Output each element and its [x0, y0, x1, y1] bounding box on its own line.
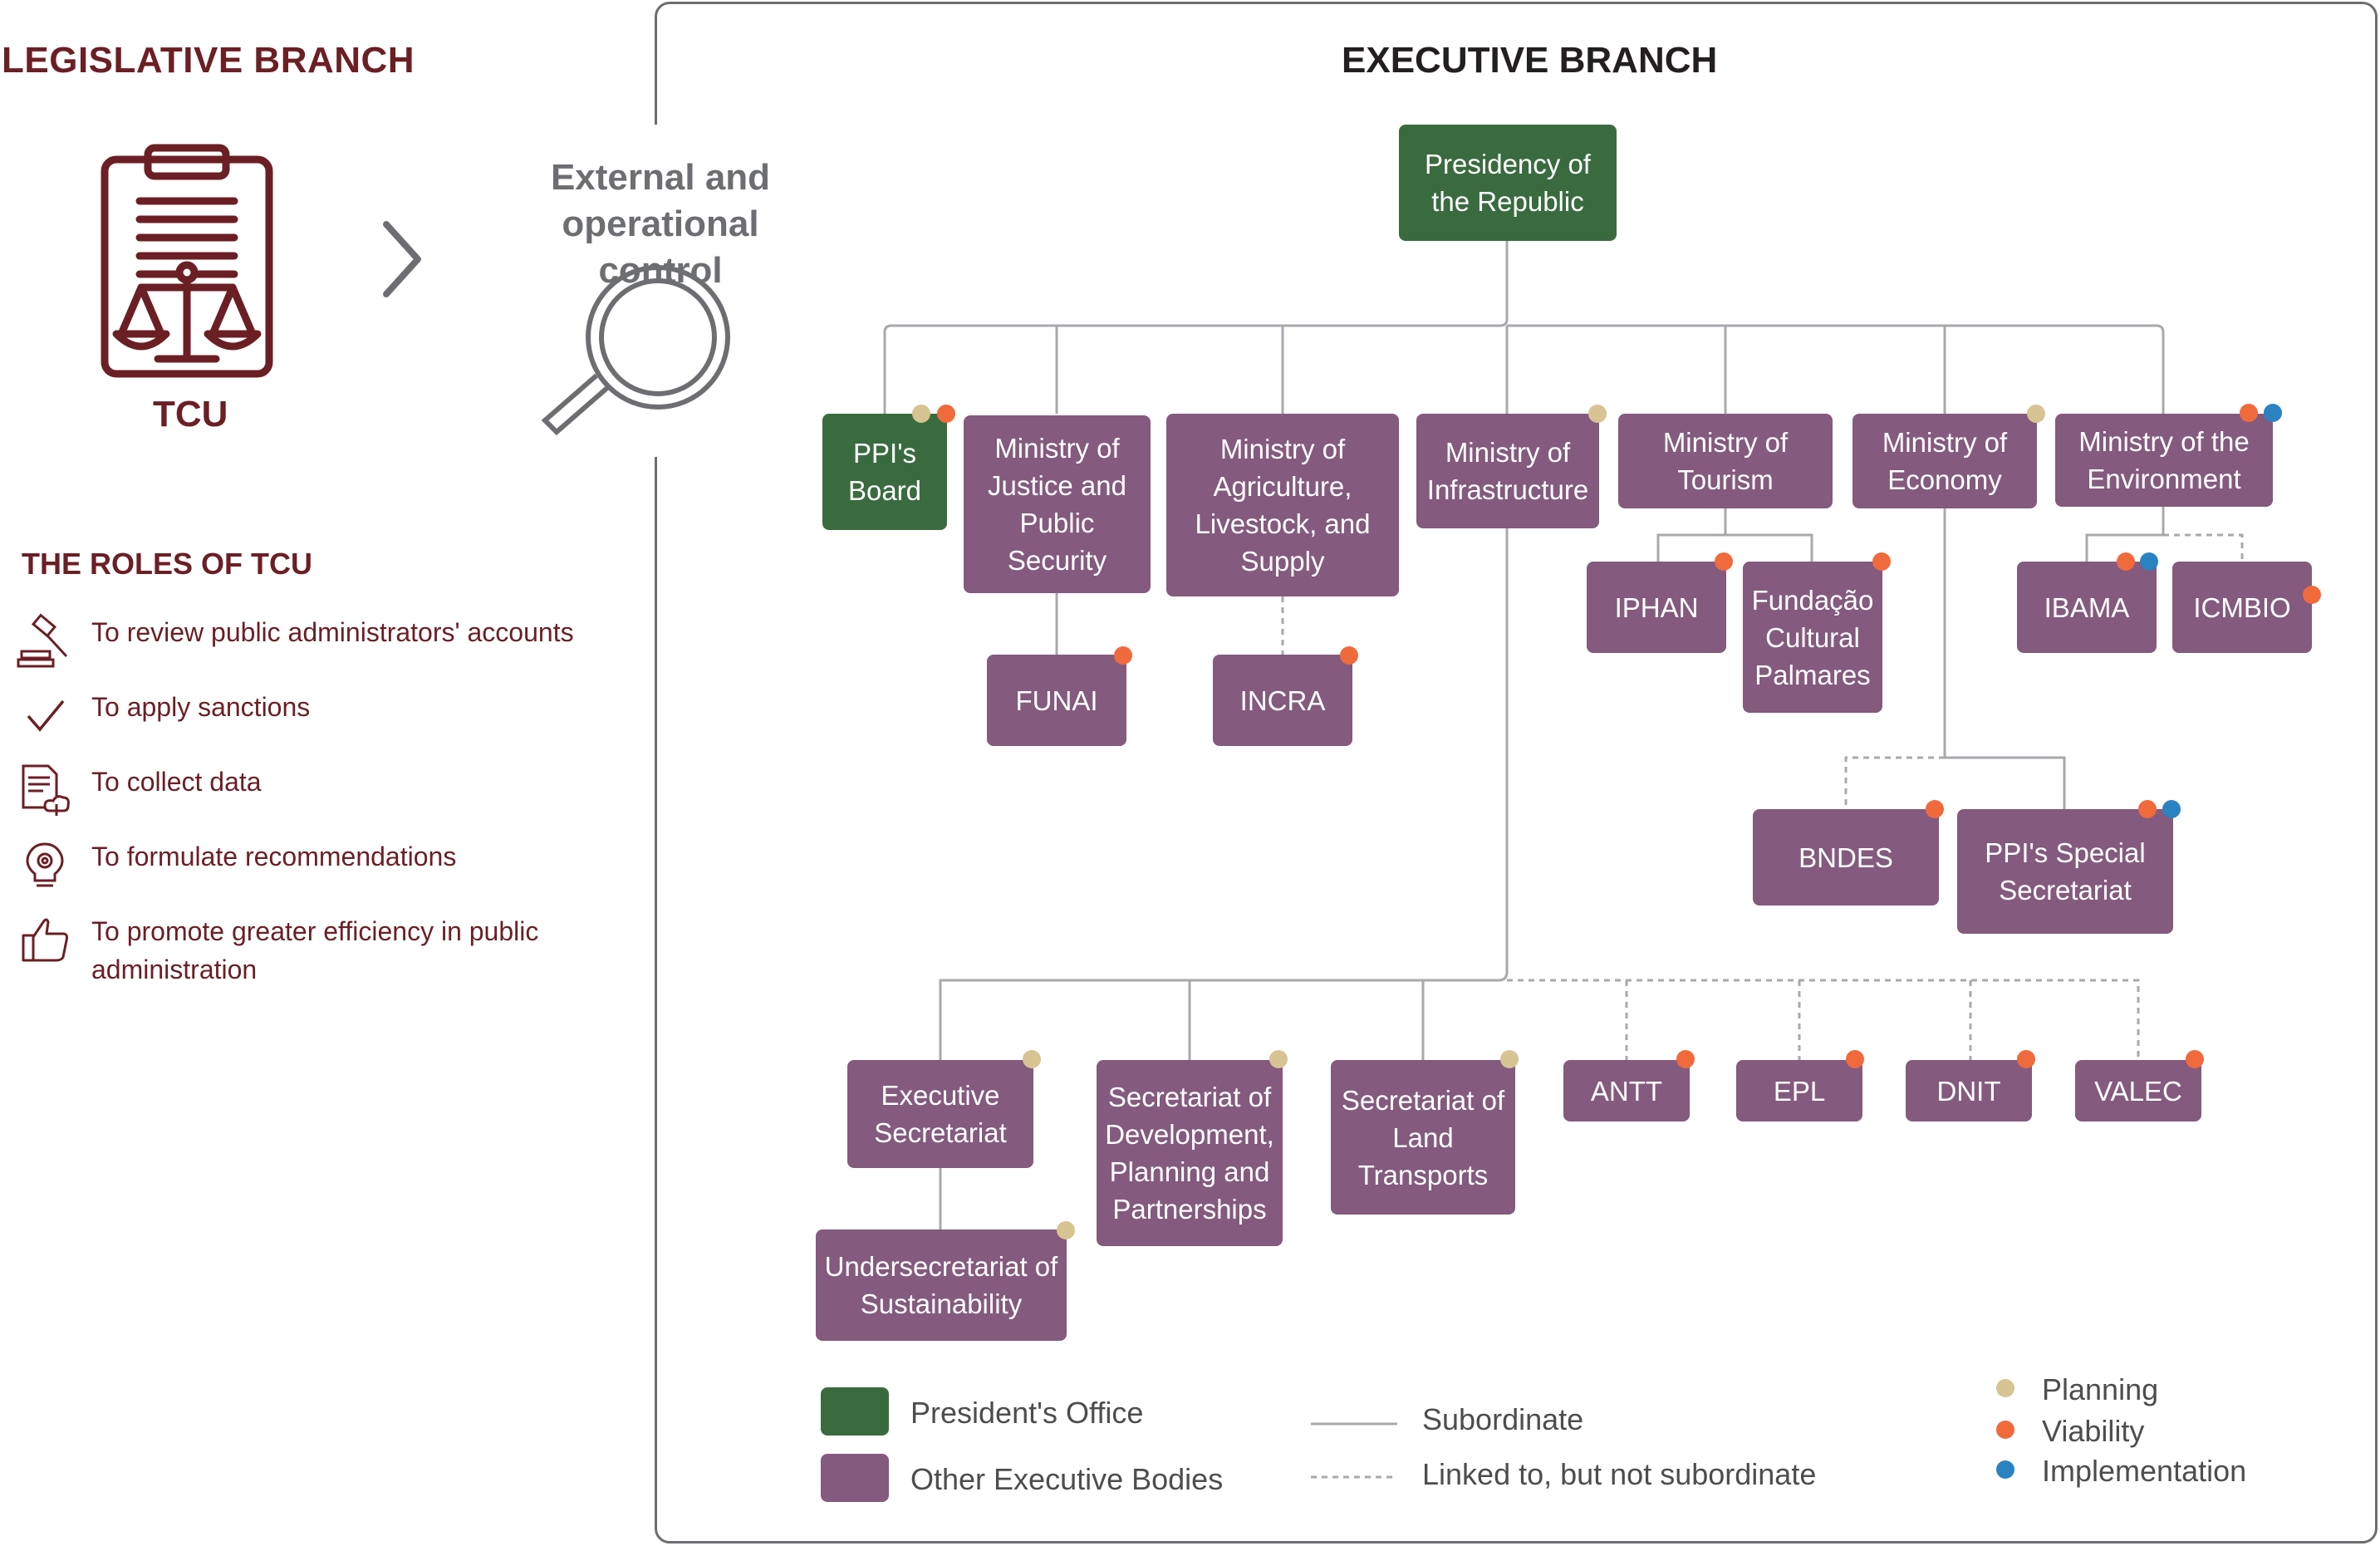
thumbs-up-icon	[22, 918, 68, 962]
node-ministry-agriculture: Ministry of Agriculture, Livestock, and …	[1166, 414, 1399, 596]
node-ministry-tourism: Ministry of Tourism	[1618, 414, 1833, 508]
node-iphan: IPHAN	[1587, 562, 1726, 653]
role-item-apply-sanctions: To apply sanctions	[17, 688, 310, 743]
node-presidency: Presidency of the Republic	[1399, 125, 1617, 241]
role-text: To review public administrators' account…	[91, 617, 574, 647]
node-ministry-economy: Ministry of Economy	[1852, 414, 2037, 508]
chevron-right-icon	[383, 221, 421, 297]
external-control-label: External and operational control	[550, 157, 771, 291]
planning-dot	[1588, 405, 1607, 423]
checkmark-icon	[27, 699, 65, 732]
viability-dot	[937, 405, 955, 423]
node-undersecretariat-sustainability: Undersecretariat of Sustainability	[816, 1229, 1067, 1341]
node-epl: EPL	[1736, 1060, 1862, 1121]
role-text: To apply sanctions	[91, 692, 311, 722]
node-ministry-environment: Ministry of the Environment	[2055, 414, 2273, 507]
implementation-dot	[2162, 800, 2181, 818]
viability-dot	[1676, 1050, 1695, 1068]
legend-planning: Planning	[2042, 1372, 2159, 1406]
node-bndes: BNDES	[1753, 809, 1939, 906]
viability-dot	[2303, 586, 2321, 604]
node-secretariat-land-transports: Secretariat of Land Transports	[1331, 1060, 1515, 1215]
executive-branch-title: EXECUTIVE BRANCH	[1342, 40, 1718, 81]
node-valec: VALEC	[2075, 1060, 2201, 1121]
legend-swatch-president-office	[821, 1387, 889, 1436]
legend-other-bodies: Other Executive Bodies	[910, 1462, 1224, 1496]
planning-dot	[1057, 1221, 1075, 1239]
frame-gap	[648, 125, 665, 457]
legend-swatch-other-bodies	[821, 1454, 889, 1502]
node-incra: INCRA	[1213, 655, 1352, 746]
viability-dot	[2017, 1050, 2035, 1068]
node-secretariat-development: Secretariat of Development, Planning and…	[1097, 1060, 1283, 1246]
legend-planning-dot	[1996, 1379, 2014, 1397]
viability-dot	[1715, 552, 1733, 571]
roles-title: THE ROLES OF TCU	[22, 547, 312, 581]
planning-dot	[2027, 405, 2045, 423]
legislative-branch-title: LEGISLATIVE BRANCH	[2, 40, 415, 81]
role-item-review-accounts: To review public administrators' account…	[17, 613, 574, 668]
viability-dot	[1340, 646, 1358, 665]
legend-viability-dot	[1996, 1421, 2014, 1439]
planning-dot	[912, 405, 930, 423]
node-ibama: IBAMA	[2017, 562, 2157, 653]
implementation-dot	[2140, 552, 2158, 571]
viability-dot	[1114, 646, 1132, 665]
planning-dot	[1269, 1050, 1288, 1068]
legend-implementation-dot	[1996, 1460, 2014, 1479]
node-ministry-infrastructure: Ministry of Infrastructure	[1416, 414, 1599, 528]
role-text: To promote greater efficiency in public …	[91, 916, 539, 984]
node-ministry-justice: Ministry of Justice and Public Security	[964, 415, 1151, 593]
node-executive-secretariat: Executive Secretariat	[847, 1060, 1033, 1168]
legend-implementation: Implementation	[2042, 1454, 2247, 1488]
node-ppi-special-secretariat: PPI's Special Secretariat	[1957, 809, 2173, 934]
legend-viability: Viability	[2042, 1414, 2145, 1448]
viability-dot	[2240, 404, 2258, 422]
planning-dot	[1500, 1050, 1519, 1068]
viability-dot	[1846, 1050, 1864, 1068]
implementation-dot	[2264, 404, 2282, 422]
role-item-promote-efficiency: To promote greater efficiency in public …	[17, 912, 557, 989]
tcu-clipboard-scales-icon	[101, 144, 273, 378]
legend-subordinate: Subordinate	[1422, 1402, 1584, 1436]
viability-dot	[2117, 552, 2135, 571]
node-funai: FUNAI	[987, 655, 1126, 746]
node-icmbio: ICMBIO	[2172, 562, 2312, 653]
viability-dot	[2138, 800, 2157, 818]
viability-dot	[2186, 1050, 2204, 1068]
role-item-collect-data: To collect data	[17, 763, 262, 817]
viability-dot	[1872, 552, 1891, 571]
magnifier-icon	[541, 265, 730, 436]
viability-dot	[1926, 800, 1944, 818]
legend-president-office: President's Office	[910, 1396, 1144, 1430]
node-ppi-board: PPI's Board	[822, 414, 947, 530]
node-dnit: DNIT	[1906, 1060, 2032, 1121]
lightbulb-gear-icon	[26, 842, 64, 887]
role-text: To collect data	[91, 767, 262, 797]
gavel-icon	[17, 613, 68, 668]
node-antt: ANTT	[1563, 1060, 1690, 1121]
executive-branch-frame	[655, 2, 2378, 1544]
node-fundacao-palmares: Fundação Cultural Palmares	[1743, 562, 1882, 713]
legend-linked: Linked to, but not subordinate	[1422, 1457, 1817, 1491]
planning-dot	[1023, 1050, 1041, 1068]
tcu-label: TCU	[153, 394, 228, 434]
document-cloud-icon	[22, 764, 70, 816]
role-item-recommendations: To formulate recommendations	[17, 837, 456, 892]
role-text: To formulate recommendations	[91, 842, 457, 871]
